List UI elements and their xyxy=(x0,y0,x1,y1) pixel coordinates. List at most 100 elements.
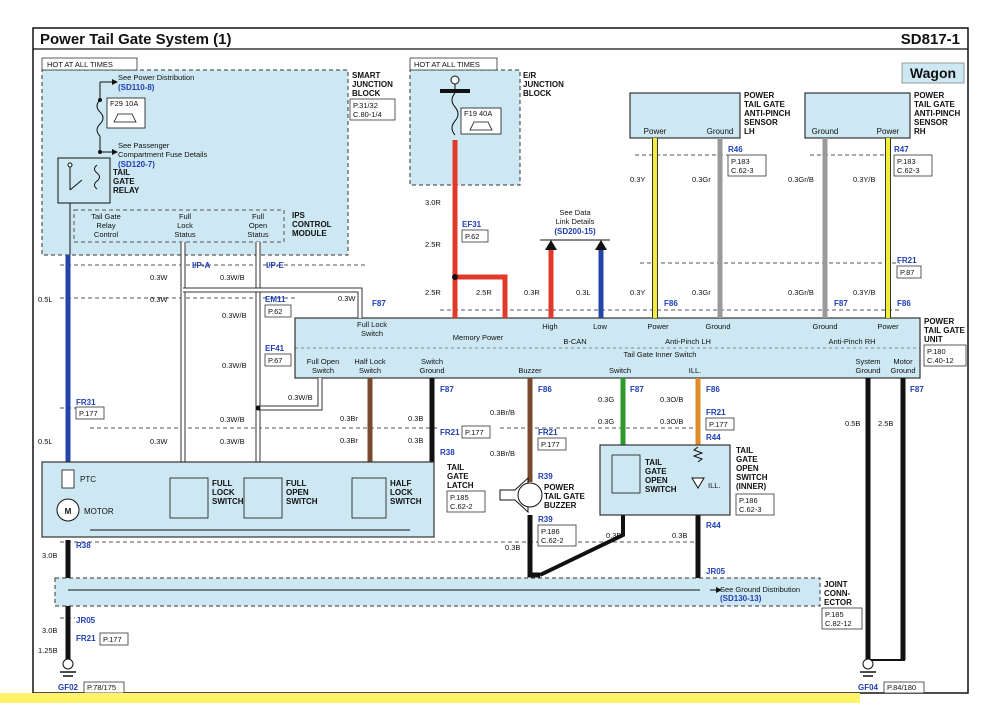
latch-switch-name: LOCK xyxy=(212,488,235,497)
conn-r44: R44 xyxy=(706,433,721,442)
relay-name: RELAY xyxy=(113,186,140,195)
wire-label: 0.3Br/B xyxy=(490,408,515,417)
erjb-name: JUNCTION xyxy=(523,80,564,89)
conn-ef41-ref: P.67 xyxy=(268,356,282,365)
latch-name: TAIL xyxy=(447,463,464,472)
wire-label: 0.3W xyxy=(150,295,168,304)
inner-switch-ref: C.62-3 xyxy=(739,505,762,514)
wire-label: 0.3Br/B xyxy=(490,449,515,458)
sjb-name: BLOCK xyxy=(352,89,381,98)
wire-label: 0.3Br xyxy=(340,414,358,423)
sjb-name: SMART xyxy=(352,71,381,80)
wire-label: 0.3Gr xyxy=(692,288,711,297)
inner-switch-name: OPEN xyxy=(736,464,759,473)
ptg-label: Power xyxy=(647,322,669,331)
ground-gf02-ref: P.78/175 xyxy=(87,683,116,692)
sensor-rh-pin: Power xyxy=(877,127,900,136)
wire-label: 0.3W xyxy=(150,437,168,446)
wire-label: 0.3Gr xyxy=(692,175,711,184)
wire-label: 2.5B xyxy=(878,419,893,428)
ptg-label: Full Lock xyxy=(357,320,387,329)
sensor-rh-ref: C.62-3 xyxy=(897,166,920,175)
ptg-label: Switch xyxy=(609,366,631,375)
latch-name: LATCH xyxy=(447,481,474,490)
wire-label: 0.3Y/B xyxy=(853,288,876,297)
wire-label: 3.0B xyxy=(42,551,57,560)
wire-label: 0.5L xyxy=(38,295,53,304)
sensor-rh-name: POWER xyxy=(914,91,944,100)
full-open-switch-symbol xyxy=(243,477,283,519)
sensor-rh-name: RH xyxy=(914,127,926,136)
ptg-label: Memory Power xyxy=(453,333,504,342)
conn-ef31-ref: P.62 xyxy=(465,232,479,241)
conn-r39: R39 xyxy=(538,515,553,524)
anti-pinch-sensor-rh xyxy=(804,92,911,139)
wire-label: 0.3B xyxy=(606,531,621,540)
wire-label: 0.3B xyxy=(672,531,687,540)
sensor-rh-name: ANTI-PINCH xyxy=(914,109,960,118)
full-lock-switch-symbol xyxy=(169,477,209,519)
see-data-link-ref: (SD200-15) xyxy=(554,227,596,236)
wire-label: 0.3B xyxy=(408,414,423,423)
conn-ef31: EF31 xyxy=(462,220,482,229)
wire-label: 0.3Gr/B xyxy=(788,288,814,297)
ptg-label: Ground xyxy=(705,322,730,331)
conn-f86: F86 xyxy=(538,385,552,394)
wire-label: 0.3W/B xyxy=(220,415,245,424)
inner-switch-name: TAIL xyxy=(736,446,753,455)
conn-fr31-ref: P.177 xyxy=(79,409,98,418)
half-lock-switch-symbol xyxy=(351,477,387,519)
wire-label: 0.3O/B xyxy=(660,395,683,404)
wire-label: 0.3G xyxy=(598,417,614,426)
wire-label: 0.3O/B xyxy=(660,417,683,426)
see-passenger-ref: (SD120-7) xyxy=(118,160,155,169)
ptg-label: Motor xyxy=(893,357,913,366)
conn-r39: R39 xyxy=(538,472,553,481)
sensor-rh-name: TAIL GATE xyxy=(914,100,956,109)
sensor-lh-ref: C.62-3 xyxy=(731,166,754,175)
latch-ref: C.62-2 xyxy=(450,502,473,511)
sensor-rh-ref: P.183 xyxy=(897,157,916,166)
inner-switch-label: GATE xyxy=(645,467,667,476)
wire-label: 0.3W xyxy=(338,294,356,303)
buzzer-ref: P.186 xyxy=(541,527,560,536)
ptg-label: Switch xyxy=(361,329,383,338)
wire-label: 0.3Y xyxy=(630,175,645,184)
ptg-label: Ground xyxy=(855,366,880,375)
ptg-label: Ground xyxy=(812,322,837,331)
ips-col: Full xyxy=(252,212,264,221)
see-data-link-label: See Data xyxy=(559,208,591,217)
ptg-label: ILL. xyxy=(689,366,702,375)
latch-switch-name: SWITCH xyxy=(212,497,244,506)
wire-label: 3.0R xyxy=(425,198,441,207)
ptg-label: Half Lock xyxy=(354,357,386,366)
wire-label: 0.5B xyxy=(845,419,860,428)
ips-col: Tail Gate xyxy=(91,212,121,221)
ptg-label: System xyxy=(855,357,880,366)
latch-switch-name: OPEN xyxy=(286,488,309,497)
latch-motor: MOTOR xyxy=(84,507,114,516)
sensor-lh-name: SENSOR xyxy=(744,118,778,127)
sensor-rh-name: SENSOR xyxy=(914,118,948,127)
ground-gf04: GF04 xyxy=(858,683,879,692)
ips-col: Control xyxy=(94,230,119,239)
relay-name: TAIL xyxy=(113,168,130,177)
wire-label: 0.3R xyxy=(524,288,540,297)
wire-label: 0.3W/B xyxy=(222,361,247,370)
motor-icon: M xyxy=(65,507,72,516)
ips-col: Open xyxy=(249,221,267,230)
wire-label: 0.3Y/B xyxy=(853,175,876,184)
ptg-label: Tail Gate Inner Switch xyxy=(624,350,697,359)
sjb-ref: P.31/32 xyxy=(353,101,378,110)
latch-switch-name: FULL xyxy=(286,479,307,488)
inner-switch-name: SWITCH xyxy=(736,473,768,482)
anti-pinch-sensor-lh xyxy=(629,92,741,139)
conn-fr21: FR21 xyxy=(76,634,96,643)
joint-connector xyxy=(54,577,821,607)
sensor-lh-pin: Power xyxy=(644,127,667,136)
conn-fr21-ref: P.177 xyxy=(103,635,122,644)
wire-label: 0.3B xyxy=(505,543,520,552)
fuse-f19: F19 40A xyxy=(464,109,492,118)
inner-switch-label: TAIL xyxy=(645,458,662,467)
